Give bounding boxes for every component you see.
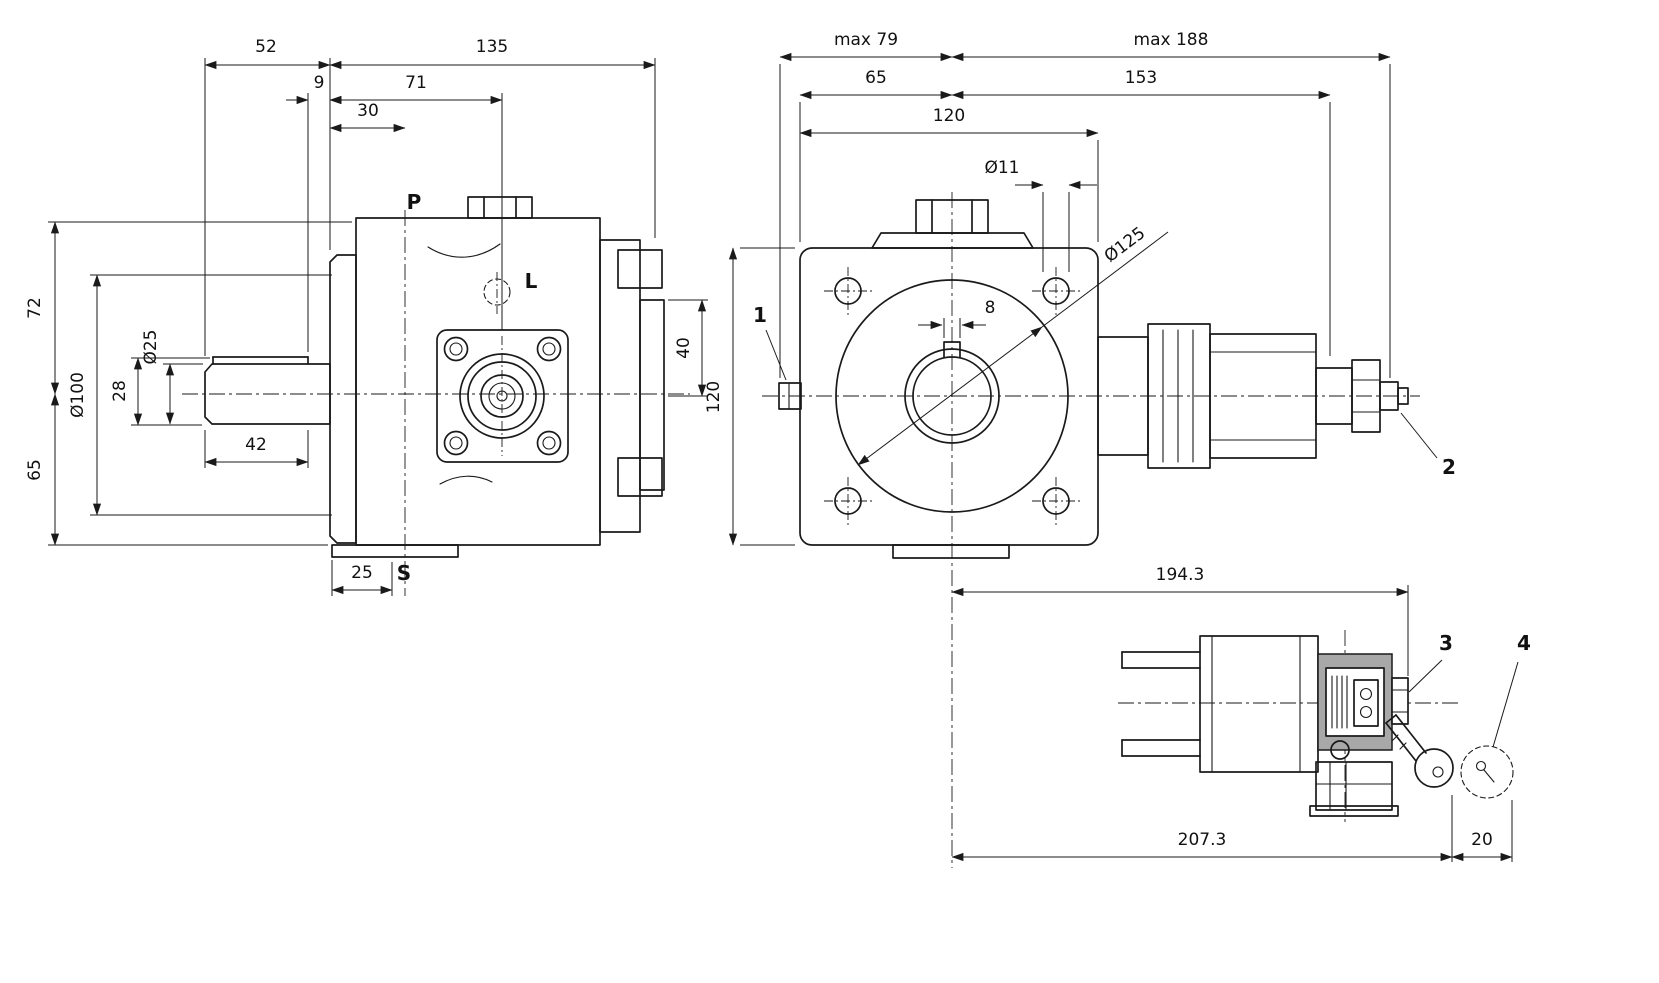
- dim-label-dia100: Ø100: [68, 372, 88, 418]
- solenoid-connector-item3: [1317, 653, 1409, 751]
- square-flange: [799, 199, 1099, 559]
- dim-label-dia125: Ø125: [1101, 223, 1150, 267]
- dimensions-side-view: [48, 58, 708, 596]
- dim-label-9: 9: [314, 73, 325, 93]
- dim-label-65-side: 65: [25, 459, 45, 481]
- port-label-S: S: [397, 561, 411, 585]
- dim-label-dia25: Ø25: [141, 329, 161, 364]
- labels: 52 135 9 71 30 72 65 Ø100 28 Ø25 42 25 4…: [25, 30, 1531, 850]
- key-item4: [1385, 714, 1454, 788]
- dim-label-52: 52: [255, 37, 277, 57]
- leak-port: [483, 278, 511, 306]
- lock-bracket: [1309, 740, 1399, 817]
- dim-label-135: 135: [476, 37, 508, 57]
- dim-label-120-left: 120: [704, 381, 724, 413]
- centerlines: [182, 192, 1458, 868]
- dim-label-28: 28: [110, 380, 130, 402]
- dim-label-30: 30: [357, 101, 379, 121]
- dim-label-20: 20: [1471, 830, 1493, 850]
- detail-view: [1121, 635, 1514, 817]
- front-view: [778, 199, 1409, 559]
- drain-plug-item1: [778, 382, 802, 410]
- port-label-L: L: [525, 269, 538, 293]
- dimensions-detail-view: [951, 585, 1519, 862]
- dim-label-max79: max 79: [834, 30, 898, 50]
- mounting-flange-plate: [329, 254, 357, 544]
- pump-body: [331, 217, 665, 558]
- pilot-valve-assembly: [1097, 323, 1409, 469]
- dim-label-40: 40: [674, 337, 694, 359]
- dim-label-65-front: 65: [865, 68, 887, 88]
- callout-label-1: 1: [753, 303, 767, 327]
- dim-label-25: 25: [351, 563, 373, 583]
- dim-label-max188: max 188: [1134, 30, 1209, 50]
- drive-shaft: [204, 356, 331, 425]
- dimensions-front-view: [728, 52, 1438, 546]
- dim-label-207-3: 207.3: [1178, 830, 1227, 850]
- optional-key-position: [1460, 745, 1514, 799]
- mounting-face: [436, 329, 569, 463]
- dim-label-dia11: Ø11: [984, 158, 1019, 178]
- dim-label-8: 8: [985, 298, 996, 318]
- dim-label-153: 153: [1125, 68, 1157, 88]
- callout-label-4: 4: [1517, 631, 1531, 655]
- dim-label-194-3: 194.3: [1156, 565, 1205, 585]
- port-label-P: P: [407, 190, 422, 214]
- callout-label-3: 3: [1439, 631, 1453, 655]
- callout-label-2: 2: [1442, 455, 1456, 479]
- dim-label-120-top: 120: [933, 106, 965, 126]
- side-view: [204, 196, 665, 558]
- dim-label-42: 42: [245, 435, 267, 455]
- bolt-hole-centermarks: [824, 267, 1080, 525]
- dim-label-71: 71: [405, 73, 427, 93]
- valve-body-outline: [1121, 635, 1319, 773]
- pressure-port-fitting: [467, 196, 533, 219]
- dim-label-72: 72: [25, 297, 45, 319]
